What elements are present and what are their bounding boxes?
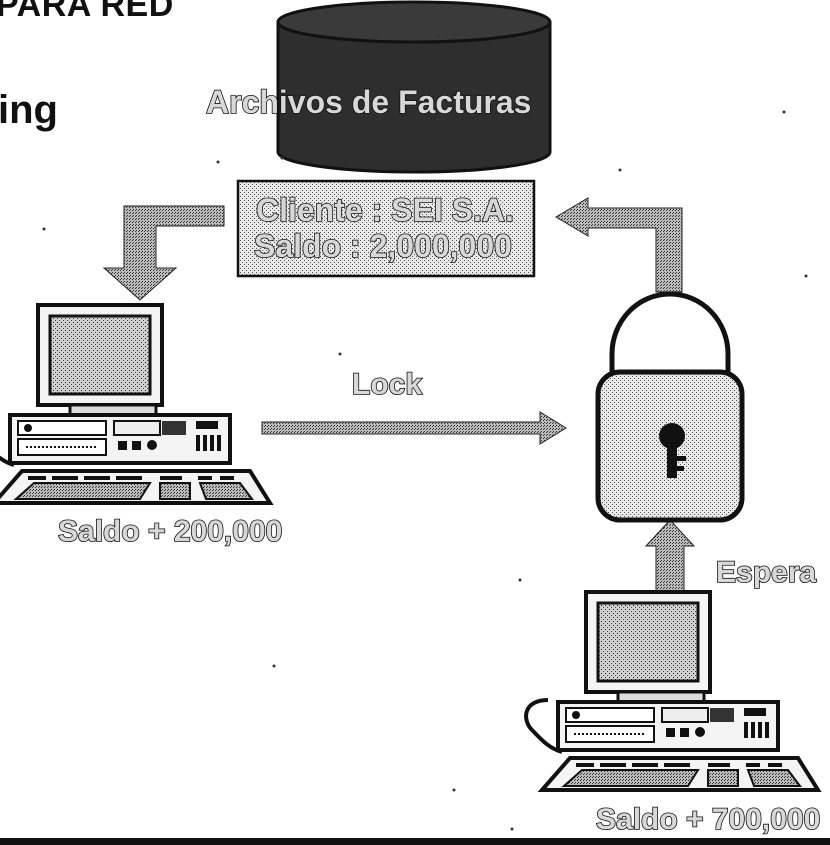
lock-arrow-label: Lock bbox=[352, 368, 422, 402]
computer-client-right bbox=[526, 592, 818, 790]
record-client-text: Cliente : SEI S.A. bbox=[256, 192, 514, 229]
database-label: Archivos de Facturas bbox=[206, 84, 531, 121]
arrow-down-left bbox=[104, 206, 224, 300]
page-title: PARA RED bbox=[0, 0, 174, 25]
left-client-balance: Saldo + 200,000 bbox=[58, 515, 282, 549]
padlock-icon bbox=[598, 294, 742, 520]
wait-arrow-label: Espera bbox=[716, 556, 816, 590]
title-fragment: ing bbox=[0, 88, 58, 133]
lock-arrow bbox=[262, 412, 566, 444]
bottom-rule bbox=[0, 838, 830, 845]
arrow-up-right bbox=[556, 198, 682, 292]
right-client-balance: Saldo + 700,000 bbox=[596, 803, 820, 837]
record-balance-text: Saldo : 2,000,000 bbox=[254, 228, 512, 265]
computer-client-left bbox=[0, 305, 270, 503]
